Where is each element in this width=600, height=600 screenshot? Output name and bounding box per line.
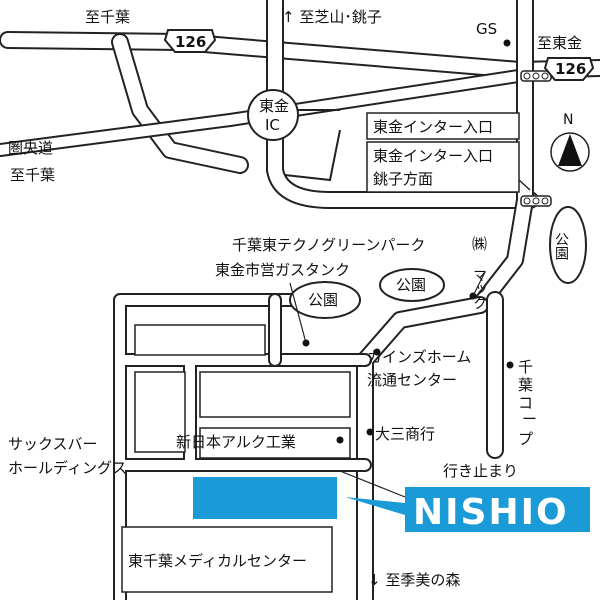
mac-label-1: ㈱: [472, 235, 487, 253]
sign-togane-ic: 東金インター入口: [366, 112, 520, 140]
nishio-logo-text: NISHIO: [413, 492, 569, 533]
to-kimino-mori-label: ↓ 至季美の森: [368, 571, 460, 589]
dead-end-label: 行き止まり: [443, 462, 518, 480]
svg-text:銚子方面: 銚子方面: [373, 170, 433, 188]
svg-text:東金インター入口: 東金インター入口: [373, 147, 493, 165]
nishio-badge: NISHIO: [345, 487, 590, 533]
route-126-shield-left: 126: [163, 29, 217, 53]
parks: [289, 206, 587, 319]
svg-text:千: 千: [518, 358, 533, 376]
gs-label: GS: [476, 20, 497, 38]
green-park-label: 千葉東テクノグリーンパーク: [232, 236, 425, 254]
cainz-label-1: カインズホーム: [367, 348, 471, 366]
traffic-signal-bottom: [520, 195, 552, 207]
traffic-signal-top: [520, 70, 552, 82]
svg-text:ー: ー: [522, 410, 537, 428]
plot-c: [134, 371, 186, 453]
route-126-shield-right: 126: [543, 57, 595, 81]
cainz-label-2: 流通センター: [367, 371, 457, 389]
svg-text:126: 126: [175, 33, 206, 51]
north-arrow: N: [550, 112, 590, 172]
nishio-badge-shape: [345, 487, 590, 532]
svg-text:コ: コ: [518, 394, 533, 412]
mac-label-vertical: マック: [471, 268, 487, 310]
plot-a: [134, 324, 266, 356]
sign-arrow: [518, 179, 531, 191]
svg-text:N: N: [563, 112, 573, 128]
service-roads: [284, 109, 341, 182]
park-1-label: 公園: [308, 291, 338, 309]
landmark-dots: [302, 39, 514, 444]
svg-text:東金: 東金: [259, 97, 289, 115]
chiba-coop-label: 千 葉 コ ー プ: [518, 358, 537, 448]
plot-d: [199, 427, 351, 459]
plot-b: [199, 371, 351, 418]
gas-tank-label: 東金市営ガスタンク: [215, 261, 350, 279]
sign-togane-ic-choshi: 東金インター入口 銚子方面: [366, 141, 520, 193]
togane-ic: 東金 IC: [247, 89, 299, 141]
nishio-plot: [193, 477, 337, 519]
to-shibayama-choshi-label: ↑ 至芝山･銚子: [282, 8, 382, 26]
svg-text:プ: プ: [518, 430, 533, 448]
shinnihon-arc-label: 新日本アルク工業: [176, 433, 296, 451]
to-togane-label: 至東金: [537, 34, 582, 52]
medical-center-label: 東千葉メディカルセンター: [128, 552, 307, 570]
park-2-shape: [379, 268, 445, 302]
expressway-label: 圏央道: [8, 139, 53, 157]
plots: [121, 324, 351, 593]
sacks-label-1: サックスバー: [8, 435, 98, 453]
park-1-shape: [289, 281, 361, 319]
park-right-label: 公園: [553, 232, 569, 260]
to-chiba-left-label: 至千葉: [10, 166, 55, 184]
to-chiba-top-label: 至千葉: [85, 8, 130, 26]
north-arrow-icon: [558, 134, 582, 166]
park-2-label: 公園: [396, 276, 426, 294]
svg-text:葉: 葉: [518, 376, 533, 394]
svg-text:マック: マック: [471, 268, 487, 310]
park-right-shape: [549, 206, 587, 284]
svg-text:126: 126: [555, 60, 586, 78]
svg-text:東金インター入口: 東金インター入口: [373, 118, 493, 136]
sacks-label-2: ホールディングス: [8, 459, 127, 477]
leader-lines: [289, 271, 486, 498]
medical-center-plot: [121, 526, 333, 593]
daisan-label: 大三商行: [375, 425, 435, 443]
svg-text:IC: IC: [265, 116, 280, 134]
